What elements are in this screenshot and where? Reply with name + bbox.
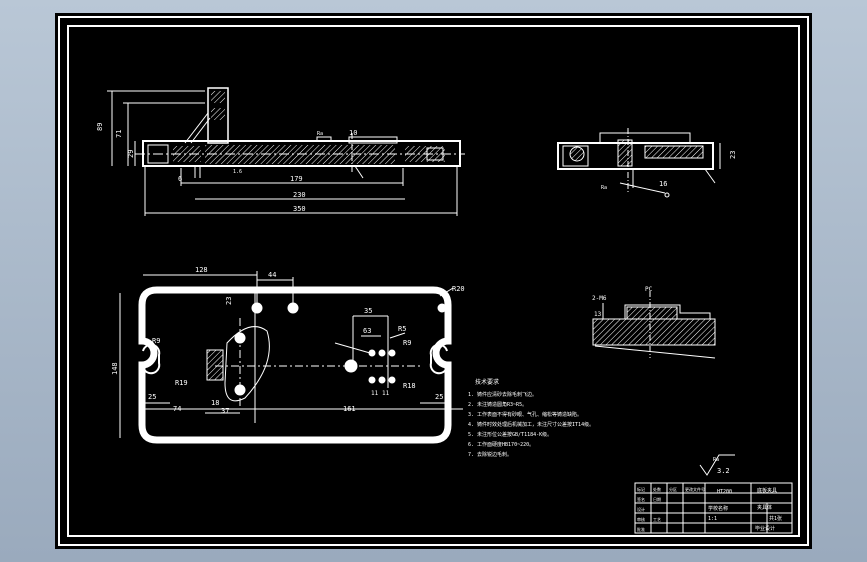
outer-border	[58, 16, 809, 546]
title-cell-3: 分区	[669, 486, 677, 492]
front-view-labels: 89 71 29 10 6 179 230 350 Ra 1.6	[96, 123, 357, 213]
side-dim-w16: 16	[659, 180, 667, 188]
top-dim-w25-left: 25	[148, 393, 156, 401]
title-cell-6: 日期	[653, 496, 661, 502]
inner-border	[67, 25, 800, 537]
note-line-4: 4. 铸件时效处理后机械加工，未注尺寸公差按IT14级。	[468, 421, 594, 428]
dim-w230: 230	[293, 191, 306, 199]
side-view-labels: 23 16 Ra	[601, 151, 737, 191]
top-dim-h148: 148	[111, 362, 119, 375]
top-dim-r9-right: R9	[403, 339, 411, 347]
title-block-text: HT200 底板夹具 夹具体 1:1 共1张 毕业设计 学校名称 标记 处数 分…	[637, 486, 782, 532]
title-cell-8: 审核	[637, 516, 645, 522]
detail-label-num: 13	[594, 311, 602, 318]
top-dim-r5: R5	[398, 325, 406, 333]
title-cell-9: 工艺	[653, 517, 661, 522]
note-line-6: 6. 工作面硬度HB170~220。	[468, 441, 534, 448]
note-line-5: 5. 未注形位公差按GB/T1184-K级。	[468, 431, 552, 438]
top-dim-w74: 74	[173, 405, 181, 413]
side-view	[557, 128, 721, 198]
detail-label-top: PC	[645, 286, 653, 293]
technical-notes: 技术要求 1. 铸件应清砂去除毛刺飞边。 2. 未注铸造圆角R3~R5。 3. …	[468, 378, 594, 458]
top-dim-w128: 128	[195, 266, 208, 274]
top-dim-h23: 23	[225, 297, 233, 305]
title-sheet: 共1张	[769, 515, 782, 522]
front-small-label: 1.6	[233, 169, 242, 175]
top-dim-w35: 35	[364, 307, 372, 315]
title-material: HT200	[717, 489, 732, 495]
notes-heading: 技术要求	[475, 378, 499, 386]
title-cell-10: 批准	[637, 526, 645, 532]
side-dim-h23: 23	[729, 151, 737, 159]
dim-h29: 29	[127, 150, 135, 158]
dim-w10: 10	[349, 129, 357, 137]
front-view	[107, 87, 465, 216]
top-dim-w18: 18	[211, 399, 219, 407]
title-block	[634, 482, 793, 534]
title-cell-5: 签名	[637, 496, 645, 502]
top-view	[119, 271, 463, 444]
cad-drawing-canvas: 89 71 29 10 6 179 230 350 Ra 1.6 23 16 R…	[58, 16, 809, 546]
detail-label-left: 2-M6	[592, 295, 607, 302]
dim-h71: 71	[115, 130, 123, 138]
title-cell-2: 处数	[653, 486, 661, 492]
detail-view	[592, 291, 716, 359]
top-dim-w63: 63	[363, 327, 371, 335]
drawing-sheet: 89 71 29 10 6 179 230 350 Ra 1.6 23 16 R…	[55, 13, 812, 549]
top-dim-r19: R19	[175, 379, 188, 387]
note-line-1: 1. 铸件应清砂去除毛刺飞边。	[468, 391, 537, 398]
title-part: 夹具体	[757, 504, 772, 511]
note-line-2: 2. 未注铸造圆角R3~R5。	[468, 401, 527, 408]
front-ra-label: Ra	[317, 131, 323, 137]
dim-w350: 350	[293, 205, 306, 213]
side-ra-label: Ra	[601, 185, 607, 191]
top-dim-w11b: 11	[382, 390, 390, 397]
title-scale: 1:1	[708, 516, 717, 522]
top-view-labels: 128 44 R20 23 35 63 R5 R9 R9 R19 R18 25 …	[111, 266, 465, 415]
dim-w179: 179	[290, 175, 303, 183]
title-cell-1: 标记	[637, 486, 645, 492]
note-line-7: 7. 去除锐边毛刺。	[468, 451, 512, 458]
title-school: 学校名称	[708, 505, 728, 512]
top-dim-r20: R20	[452, 285, 465, 293]
top-dim-r9-left: R9	[152, 337, 160, 345]
top-dim-w11a: 11	[371, 390, 379, 397]
title-drawing-no: 毕业设计	[755, 525, 775, 532]
dim-h89: 89	[96, 123, 104, 131]
title-cell-7: 设计	[637, 506, 645, 512]
top-dim-w37: 37	[221, 407, 229, 415]
roughness-value: 3.2	[717, 467, 730, 475]
dim-w6: 6	[178, 175, 182, 183]
title-cell-4: 更改文件号	[685, 486, 705, 492]
top-dim-w161: 161	[343, 405, 356, 413]
roughness-symbol	[699, 454, 735, 476]
top-dim-r18: R18	[403, 382, 416, 390]
top-dim-w44: 44	[268, 271, 276, 279]
title-name: 底板夹具	[757, 487, 777, 494]
note-line-3: 3. 工作表面不得有砂眼、气孔、缩松等铸造缺陷。	[468, 411, 582, 418]
detail-view-labels: PC 2-M6 13	[592, 286, 653, 318]
roughness-label: Ra	[713, 457, 719, 463]
top-dim-w25-right: 25	[435, 393, 443, 401]
